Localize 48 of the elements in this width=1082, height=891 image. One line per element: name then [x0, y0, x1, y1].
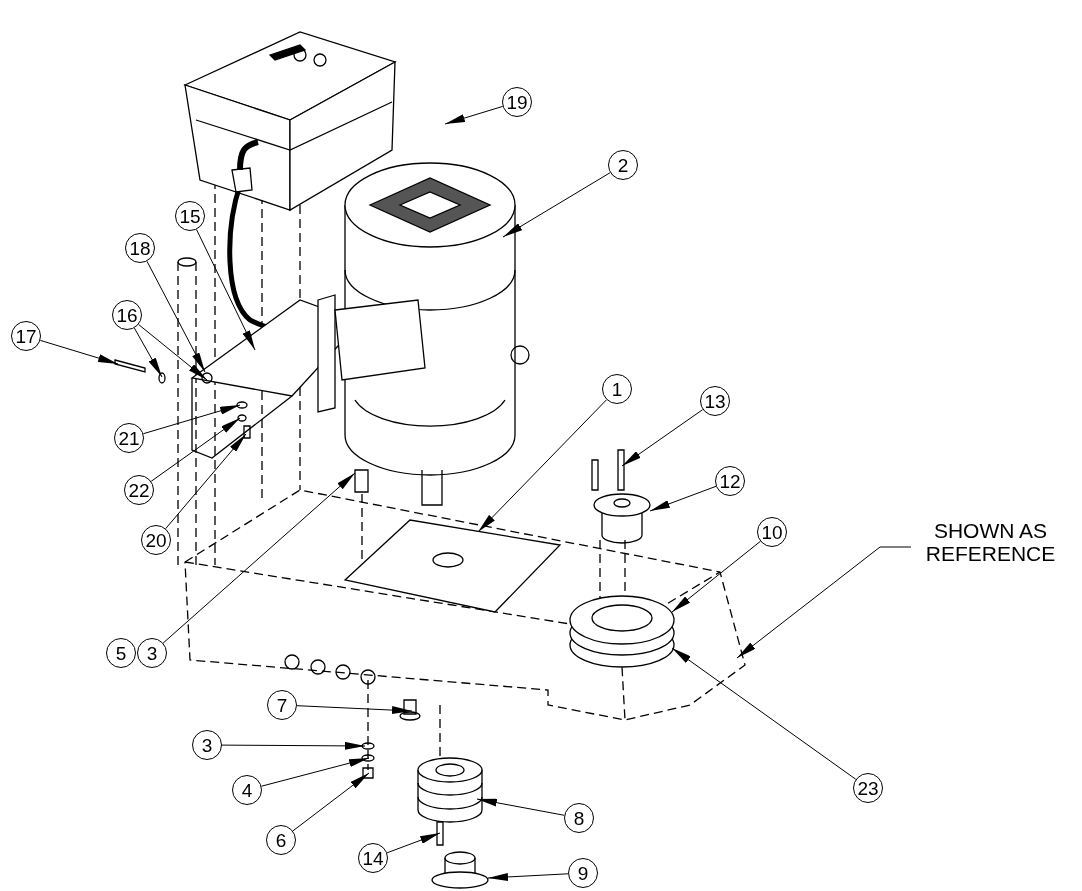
callout-number: 5 [106, 638, 136, 668]
callout-number: 10 [757, 517, 787, 547]
leader-line [621, 409, 704, 467]
callout-number: 2 [608, 150, 638, 180]
leader-line [671, 540, 761, 613]
leader-line [476, 798, 565, 816]
callout-number: 3 [137, 638, 167, 668]
leader-line [138, 324, 208, 381]
callout-number: 14 [358, 843, 388, 873]
leader-line [221, 741, 366, 750]
callout-number: 18 [125, 233, 155, 263]
callout-number: 12 [715, 466, 745, 496]
leader-line [671, 647, 857, 780]
leader-line [444, 105, 504, 125]
leader-line [502, 172, 611, 238]
leader-line [133, 327, 163, 378]
callout-number: 13 [700, 386, 730, 416]
callout-number: 23 [853, 773, 883, 803]
callout-number: 9 [568, 858, 598, 888]
leader-line [487, 872, 569, 881]
callout-number: 3 [192, 730, 222, 760]
leader-line [649, 485, 717, 512]
callout-number: 1 [602, 374, 632, 404]
leader-line [146, 260, 206, 373]
callout-number: 21 [114, 423, 144, 453]
leader-line [165, 433, 247, 530]
leader-line [150, 417, 241, 482]
leader-line [162, 472, 356, 644]
callout-number: 22 [124, 475, 154, 505]
leader-line [477, 399, 607, 533]
leader-line [736, 546, 912, 659]
leader-line [261, 757, 370, 787]
callout-number: 6 [266, 825, 296, 855]
callout-number: 17 [11, 321, 41, 351]
callout-number: 4 [232, 775, 262, 805]
callout-number: 19 [502, 87, 532, 117]
callout-number: 20 [141, 525, 171, 555]
leader-line [39, 339, 119, 365]
callout-number: 7 [267, 690, 297, 720]
leader-line [386, 832, 441, 854]
callout-number: 15 [175, 201, 205, 231]
note-text: SHOWN AS REFERENCE [913, 519, 1068, 565]
callout-number: 8 [564, 803, 594, 833]
leader-line [296, 705, 413, 715]
leader-line [292, 772, 370, 832]
callout-number: 16 [112, 300, 142, 330]
leader-line [142, 404, 241, 435]
leader-line [196, 229, 256, 351]
